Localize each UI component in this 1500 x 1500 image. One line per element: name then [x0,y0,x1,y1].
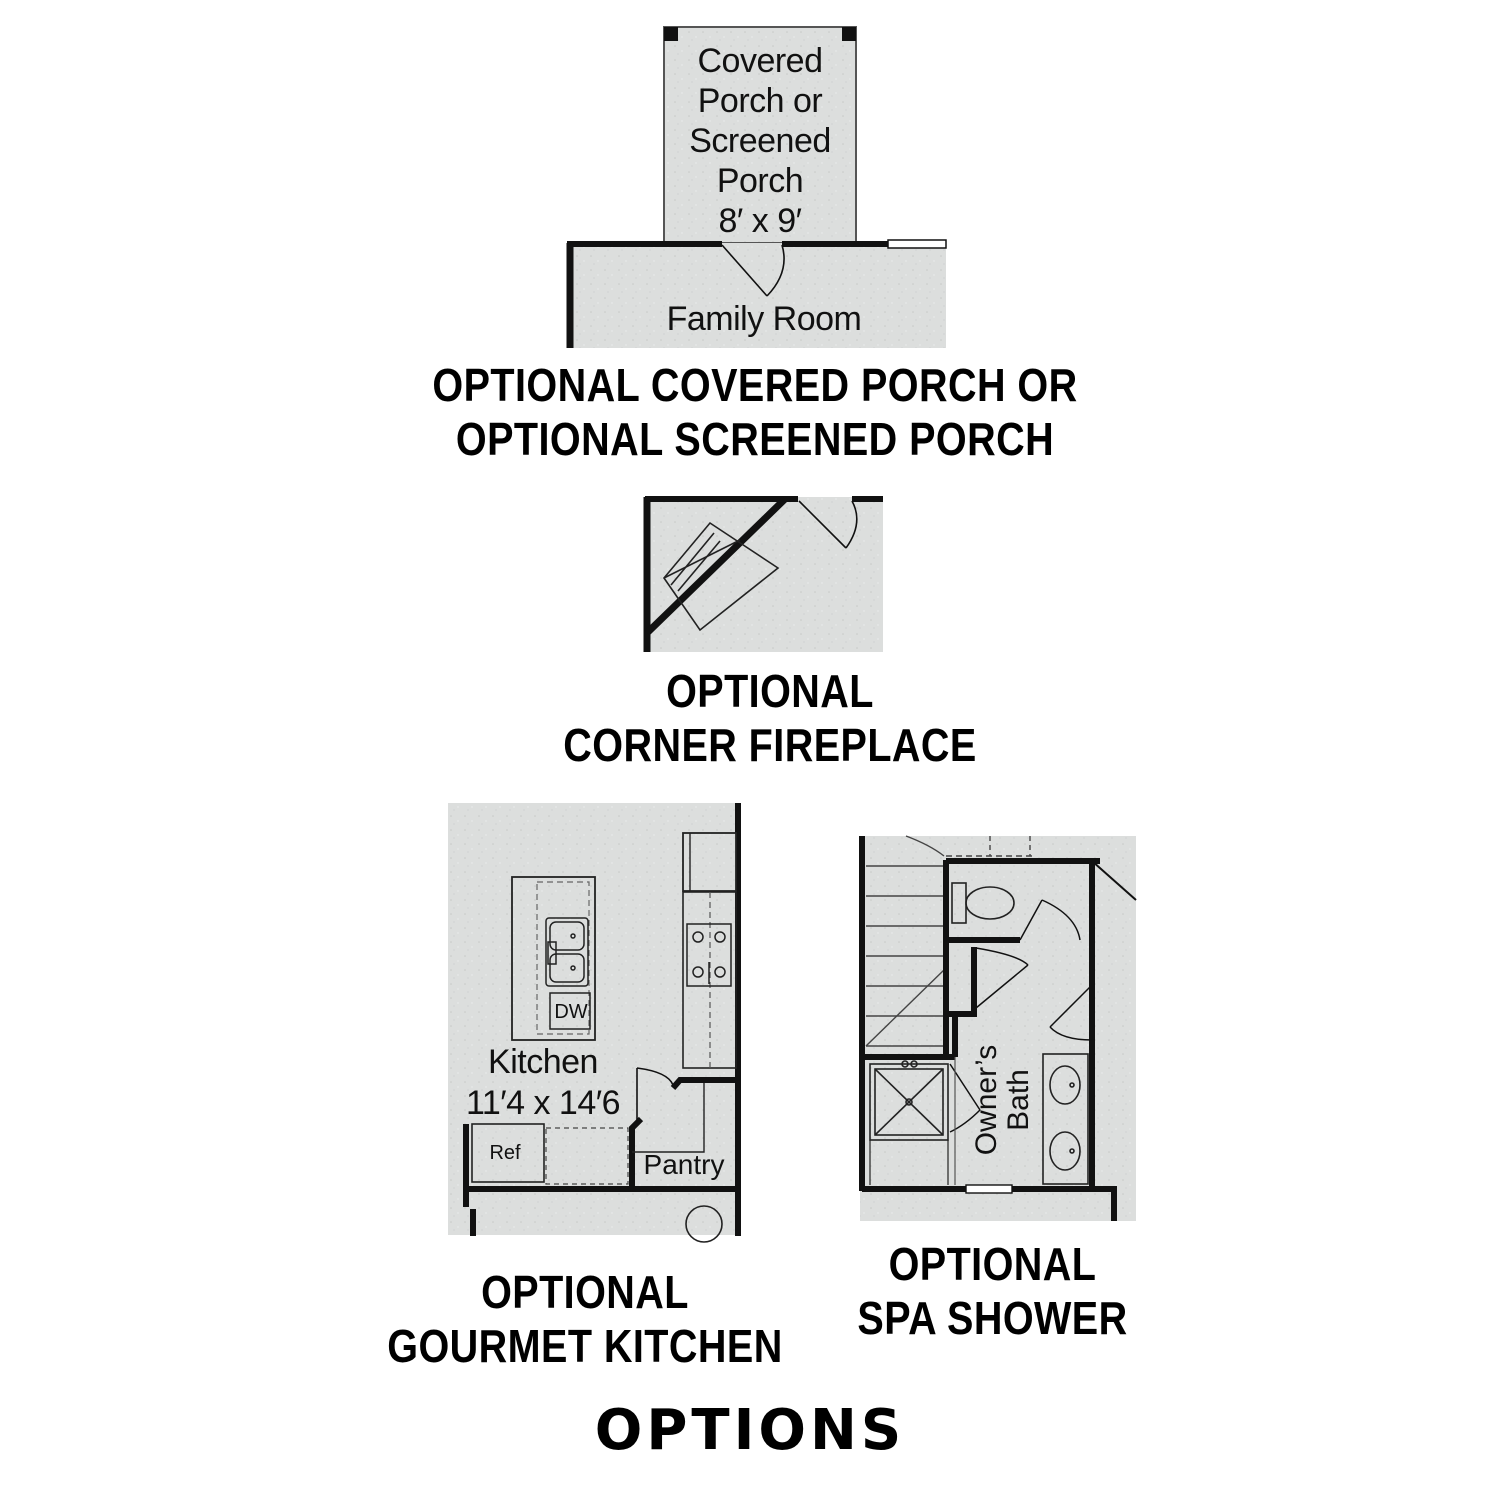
owners-bath-label-line-1: Owner’s [970,1045,1003,1156]
porch-caption-line-1: OPTIONAL COVERED PORCH OR [432,359,1078,411]
cooktop [686,923,732,987]
fireplace-caption-line-2: CORNER FIREPLACE [563,719,977,771]
bath-entry-door [1049,984,1093,1041]
porch-door [721,244,785,297]
porch-room-label-line-3: Screened [689,122,831,160]
fireplace-hearth [662,521,780,632]
dishwasher-label: DW [554,1001,587,1023]
island-dash [536,881,590,1035]
stairs [865,835,1034,1047]
refrigerator [471,1123,545,1183]
family-room-floor [568,243,946,348]
kitchen-caption-line-2: GOURMET KITCHEN [387,1320,783,1372]
dishwasher [549,992,591,1030]
kitchen-room-label: Kitchen [488,1043,598,1081]
porch-room-label-line-2: Porch or [698,82,823,120]
pantry-wall [670,1077,738,1090]
fireplace-corner-wall [644,496,788,636]
spa-shower-plan: Owner’s Bath [859,835,1137,1221]
porch-dimensions: 8′ x 9′ [719,202,802,240]
kitchen-plan: DW Ref Kitchen 11′4 x 14′6 Pantry [448,803,741,1243]
pantry-door [636,1067,674,1124]
porch-post-right [842,27,856,41]
kitchen-caption: OPTIONAL GOURMET KITCHEN [366,1265,805,1373]
refrigerator-label: Ref [489,1142,521,1164]
porch-post-left [664,27,678,41]
owners-bath-label-line-2: Bath [1002,1069,1035,1131]
window [887,239,947,249]
fireplace-door [798,500,858,549]
porch-caption: OPTIONAL COVERED PORCH OR OPTIONAL SCREE… [398,358,1112,466]
fireplace-caption-line-1: OPTIONAL [666,665,874,717]
pantry-wall-left [629,1116,644,1188]
kitchen-caption-line-1: OPTIONAL [481,1266,689,1318]
fireplace-plan [643,496,883,652]
toilet [951,882,1015,924]
bath-window [965,1184,1013,1194]
pantry-shelves [632,1083,705,1153]
kitchen-dimensions: 11′4 x 14′6 [466,1084,620,1122]
spa-shower-caption-line-1: OPTIONAL [888,1238,1097,1290]
porch-room-label-line-4: Porch [717,162,803,200]
double-vanity [1042,1053,1089,1185]
closet-door [975,947,1029,1009]
spa-shower-caption-line-2: SPA SHOWER [857,1292,1128,1344]
porch-room-label-line-1: Covered [697,42,822,80]
island-sink [545,917,589,987]
wc-door [1019,899,1081,941]
family-room-label: Family Room [667,300,862,338]
porch-plan: Covered Porch or Screened Porch 8′ x 9′ … [566,26,947,348]
kitchen-island [511,876,596,1041]
bottom-counter [545,1127,629,1185]
bath-wall-diag [1091,860,1137,901]
spa-shower [869,1060,949,1185]
spa-shower-caption: OPTIONAL SPA SHOWER [844,1237,1141,1345]
pantry-label: Pantry [644,1149,725,1180]
fireplace-caption: OPTIONAL CORNER FIREPLACE [555,664,985,772]
wall-oven [682,832,737,892]
porch-floor [663,26,857,244]
bath-sink-below [685,1205,723,1243]
porch-caption-line-2: OPTIONAL SCREENED PORCH [455,413,1055,465]
page-title: OPTIONS [594,1398,906,1463]
